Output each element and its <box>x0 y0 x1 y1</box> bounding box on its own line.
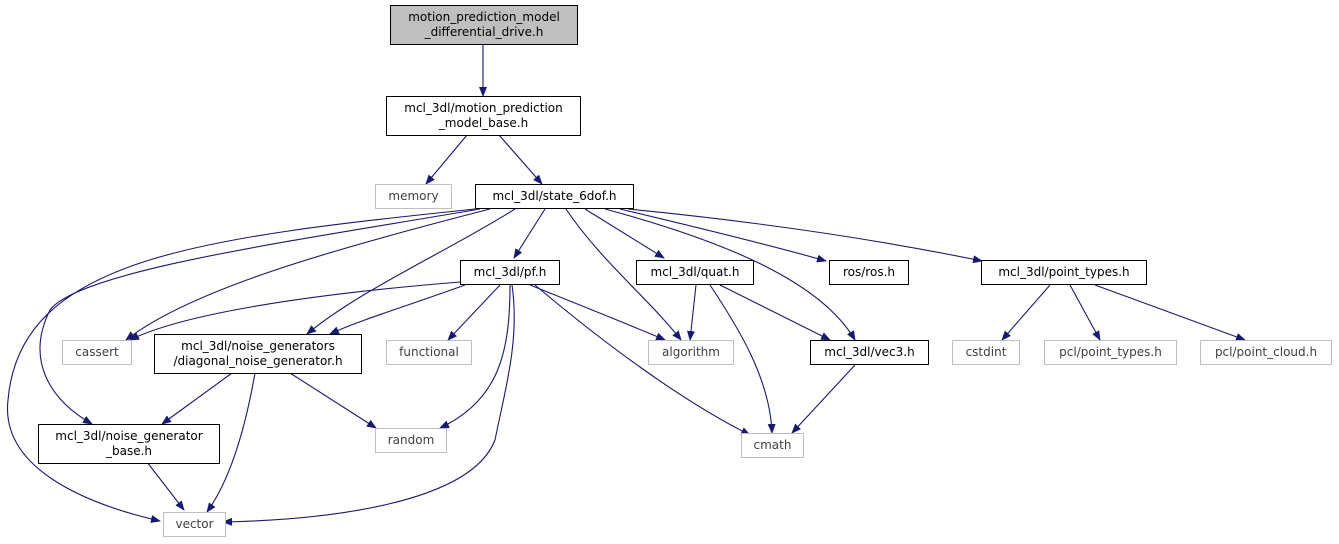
node-root-header[interactable]: motion_prediction_model _differential_dr… <box>390 5 578 45</box>
node-label-line2: _differential_drive.h <box>424 25 544 39</box>
node-label: memory <box>388 189 439 203</box>
edge-state6dof-to-algorithm <box>565 208 682 341</box>
node-label: mcl_3dl/point_types.h <box>998 265 1130 279</box>
node-quat[interactable]: mcl_3dl/quat.h <box>636 260 754 285</box>
edge-diag-noise-to-vector <box>206 372 256 513</box>
edge-state6dof-to-vector <box>7 208 476 523</box>
node-state-6dof[interactable]: mcl_3dl/state_6dof.h <box>475 184 634 209</box>
edge-pf-to-algorithm <box>529 284 666 341</box>
node-label: functional <box>399 345 459 359</box>
edge-quat-to-vec3 <box>719 284 831 341</box>
edge-state6dof-to-ros <box>619 208 827 263</box>
node-label: mcl_3dl/vec3.h <box>824 345 915 359</box>
node-label: algorithm <box>662 345 720 359</box>
node-label-line2: /diagonal_noise_generator.h <box>173 354 343 368</box>
edge-vec3-to-cmath <box>791 364 856 434</box>
node-label: cstdint <box>965 345 1007 359</box>
node-label-line2: _model_base.h <box>438 116 529 130</box>
node-algorithm: algorithm <box>648 340 734 365</box>
node-functional: functional <box>386 340 472 365</box>
edge-point-types-to-cstdint <box>1001 284 1051 341</box>
node-cstdint: cstdint <box>952 340 1020 365</box>
node-memory: memory <box>375 184 452 209</box>
node-cassert: cassert <box>62 340 132 365</box>
edge-noise-base-to-vector <box>146 461 185 511</box>
node-label-line1: mcl_3dl/noise_generators <box>181 339 335 353</box>
node-point-types[interactable]: mcl_3dl/point_types.h <box>981 260 1147 285</box>
node-label: random <box>387 433 435 447</box>
node-label-line2: _base.h <box>105 444 153 458</box>
node-label: mcl_3dl/state_6dof.h <box>492 189 617 203</box>
node-label: mcl_3dl/quat.h <box>650 265 740 279</box>
node-ros[interactable]: ros/ros.h <box>829 260 909 285</box>
edge-state6dof-to-noise-base <box>39 208 481 425</box>
edge-point-types-to-pcl-point-cloud <box>1094 284 1246 341</box>
node-random: random <box>375 428 447 453</box>
edge-pf-to-random <box>439 284 511 429</box>
node-noise-generator-base[interactable]: mcl_3dl/noise_generator _base.h <box>38 424 220 464</box>
edge-mpm-base-to-memory <box>425 134 468 185</box>
node-vector: vector <box>163 512 226 537</box>
edge-pf-to-cassert <box>129 281 461 341</box>
node-pcl-point-cloud: pcl/point_cloud.h <box>1200 340 1332 365</box>
edge-state6dof-to-vec3 <box>604 208 856 341</box>
node-label: ros/ros.h <box>843 265 895 279</box>
edge-quat-to-algorithm <box>686 284 697 341</box>
edge-pf-to-diag-noise <box>329 284 466 335</box>
node-label: cmath <box>753 438 792 452</box>
edge-pf-to-vector <box>222 284 515 526</box>
node-cmath: cmath <box>741 433 804 458</box>
edge-state6dof-to-point-types <box>627 208 983 264</box>
edge-point-types-to-pcl-point-types <box>1069 284 1101 341</box>
edge-state6dof-to-pf <box>513 208 546 259</box>
node-label: pcl/point_types.h <box>1059 345 1162 359</box>
edge-diag-noise-to-random <box>289 372 377 429</box>
node-diagonal-noise-generator[interactable]: mcl_3dl/noise_generators /diagonal_noise… <box>154 334 362 374</box>
node-vec3[interactable]: mcl_3dl/vec3.h <box>810 340 929 365</box>
node-label-line1: mcl_3dl/motion_prediction <box>404 101 563 115</box>
edge-state6dof-to-cassert <box>125 208 491 341</box>
edge-state6dof-to-diag-noise <box>306 208 516 335</box>
node-pcl-point-types: pcl/point_types.h <box>1044 340 1177 365</box>
edge-pf-to-cmath <box>534 284 751 436</box>
edge-pf-to-functional <box>447 284 501 341</box>
node-label-line1: mcl_3dl/noise_generator <box>55 429 203 443</box>
node-label: cassert <box>75 345 119 359</box>
node-label: vector <box>175 517 214 531</box>
edge-state6dof-to-quat <box>584 208 665 259</box>
node-motion-prediction-model-base[interactable]: mcl_3dl/motion_prediction _model_base.h <box>386 96 581 136</box>
node-label: pcl/point_cloud.h <box>1214 345 1318 359</box>
edge-mpm-base-to-state6dof <box>498 134 543 185</box>
node-label-line1: motion_prediction_model <box>408 10 560 24</box>
node-pf[interactable]: mcl_3dl/pf.h <box>460 260 560 285</box>
node-label: mcl_3dl/pf.h <box>473 265 547 279</box>
edge-quat-to-cmath <box>709 284 776 434</box>
edge-diag-noise-to-noise-base <box>161 372 233 425</box>
